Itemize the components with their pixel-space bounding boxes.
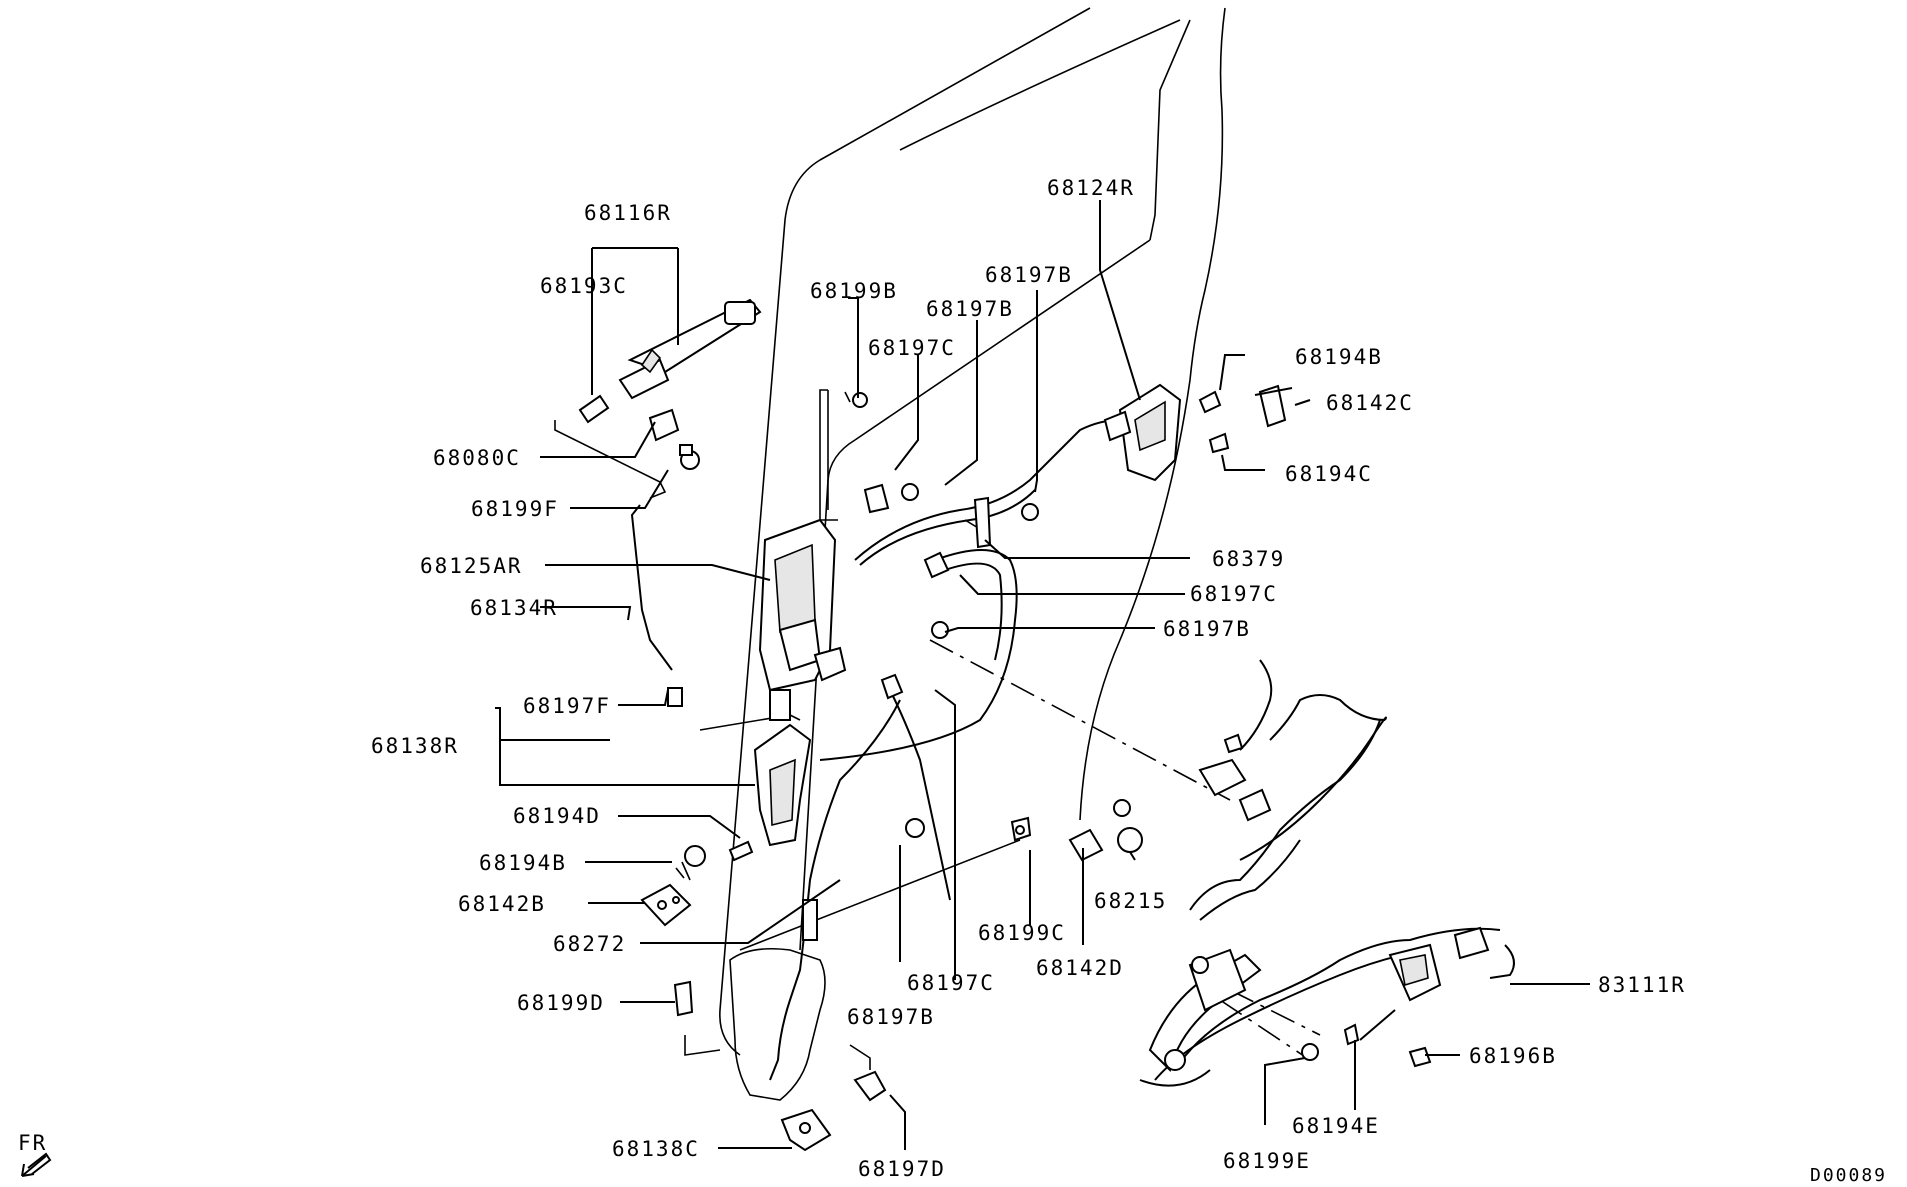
label-68196B: 68196B [1469, 1044, 1557, 1068]
label-68134R: 68134R [470, 596, 558, 620]
label-68197F: 68197F [523, 694, 611, 718]
label-68197B-top2: 68197B [926, 297, 1014, 321]
bolt-68199F [679, 444, 700, 470]
label-68199F: 68199F [471, 497, 559, 521]
lower-latch-68138R [667, 687, 812, 847]
label-68116R: 68116R [584, 201, 672, 225]
label-68197B-top1: 68197B [985, 263, 1073, 287]
label-68272: 68272 [553, 932, 626, 956]
label-68194B-right: 68194B [1295, 345, 1383, 369]
label-68124R: 68124R [1047, 176, 1135, 200]
left-fasteners [640, 840, 754, 927]
label-68197C-bottom: 68197C [907, 971, 995, 995]
label-68142B: 68142B [458, 892, 546, 916]
label-68197B-right: 68197B [1163, 617, 1251, 641]
part-labels: 68116R 68193C 68080C 68199F 68125AR 6813… [18, 176, 1887, 1186]
label-68138R: 68138R [371, 734, 459, 758]
label-68194B-left: 68194B [479, 851, 567, 875]
label-68080C: 68080C [433, 446, 521, 470]
latch-assembly [758, 518, 847, 721]
label-83111R: 83111R [1598, 973, 1686, 997]
label-68197C-right: 68197C [1190, 582, 1278, 606]
door-outline [719, 7, 1226, 1056]
upper-latch-68124R [1103, 383, 1293, 482]
label-68197D: 68197D [858, 1157, 946, 1181]
diagram-id: D00089 [1810, 1165, 1887, 1186]
label-68194D: 68194D [513, 804, 601, 828]
label-68142C: 68142C [1326, 391, 1414, 415]
label-68125AR: 68125AR [420, 554, 523, 578]
label-68199C: 68199C [978, 921, 1066, 945]
cable-and-panel [673, 699, 901, 1152]
label-68197B-bottom: 68197B [847, 1005, 935, 1029]
label-68199D: 68199D [517, 991, 605, 1015]
label-68142D: 68142D [1036, 956, 1124, 980]
label-68194C: 68194C [1285, 462, 1373, 486]
middle-cables [819, 391, 1131, 901]
label-68199E: 68199E [1223, 1149, 1311, 1173]
label-68197C-top: 68197C [868, 336, 956, 360]
label-68138C: 68138C [612, 1137, 700, 1161]
front-direction-arrow-icon [21, 1152, 52, 1177]
label-68199B: 68199B [810, 279, 898, 303]
rod-68134R [630, 504, 673, 671]
outside-handle [578, 298, 762, 442]
wiring-harness [1117, 659, 1515, 1087]
label-68194E: 68194E [1292, 1114, 1380, 1138]
label-68193C: 68193C [540, 274, 628, 298]
leader-lines [495, 200, 1590, 1150]
label-fr: FR [18, 1131, 47, 1155]
label-68215: 68215 [1094, 889, 1167, 913]
label-68379: 68379 [1212, 547, 1285, 571]
